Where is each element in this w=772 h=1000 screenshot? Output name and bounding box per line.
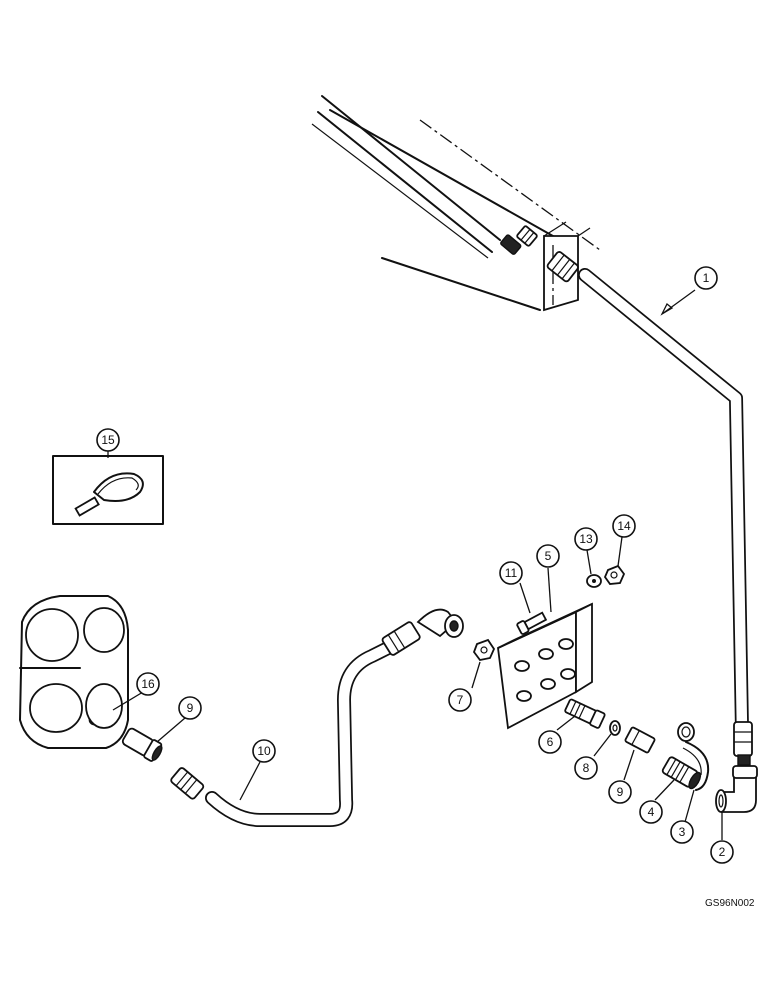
callout-9-right: 9 [608, 780, 632, 804]
bulkhead-fitting-part-6 [564, 698, 606, 729]
callout-11: 11 [499, 561, 523, 585]
svg-text:6: 6 [547, 735, 554, 749]
callout-6: 6 [538, 730, 562, 754]
svg-text:4: 4 [648, 805, 655, 819]
svg-text:10: 10 [257, 744, 271, 758]
washer-part-8 [609, 720, 621, 736]
svg-text:13: 13 [579, 532, 593, 546]
callout-14: 14 [612, 514, 636, 538]
callout-9-left: 9 [178, 696, 202, 720]
adapter-part-9-left [121, 727, 163, 762]
coupler-block [19, 595, 129, 749]
elbow-fitting-part-2 [715, 765, 758, 813]
callout-10: 10 [252, 739, 276, 763]
callout-4: 4 [639, 800, 663, 824]
bracket-part-5 [497, 602, 593, 730]
svg-text:14: 14 [617, 519, 631, 533]
svg-text:3: 3 [679, 825, 686, 839]
svg-text:9: 9 [617, 785, 624, 799]
nut-part-14 [603, 564, 626, 585]
svg-text:1: 1 [703, 271, 710, 285]
svg-text:5: 5 [545, 549, 552, 563]
callout-2: 2 [710, 840, 734, 864]
washer-part-13 [586, 574, 602, 588]
drawing-code: GS96N002 [705, 898, 755, 909]
svg-text:16: 16 [141, 677, 155, 691]
leader-lines [107, 289, 723, 840]
nut-part-7 [472, 638, 496, 661]
svg-text:2: 2 [719, 845, 726, 859]
svg-text:15: 15 [101, 433, 115, 447]
callout-15: 15 [96, 428, 120, 452]
callout-16: 16 [136, 672, 160, 696]
frame-assembly [311, 95, 601, 312]
callout-1: 1 [694, 266, 718, 290]
hose-part-1 [546, 251, 753, 766]
callout-8: 8 [574, 756, 598, 780]
coupler-part-4 [661, 756, 702, 790]
svg-text:8: 8 [583, 761, 590, 775]
callout-5: 5 [536, 544, 560, 568]
dust-cap-part-3 [677, 722, 710, 791]
callout-7: 7 [448, 688, 472, 712]
svg-text:9: 9 [187, 701, 194, 715]
callout-13: 13 [574, 527, 598, 551]
bolt-part-11 [516, 611, 548, 635]
svg-text:7: 7 [457, 693, 464, 707]
svg-text:11: 11 [505, 566, 518, 580]
callout-3: 3 [670, 820, 694, 844]
adapter-part-9-right [624, 726, 656, 754]
hose-part-10 [170, 608, 464, 827]
inset-part-15 [52, 455, 164, 525]
